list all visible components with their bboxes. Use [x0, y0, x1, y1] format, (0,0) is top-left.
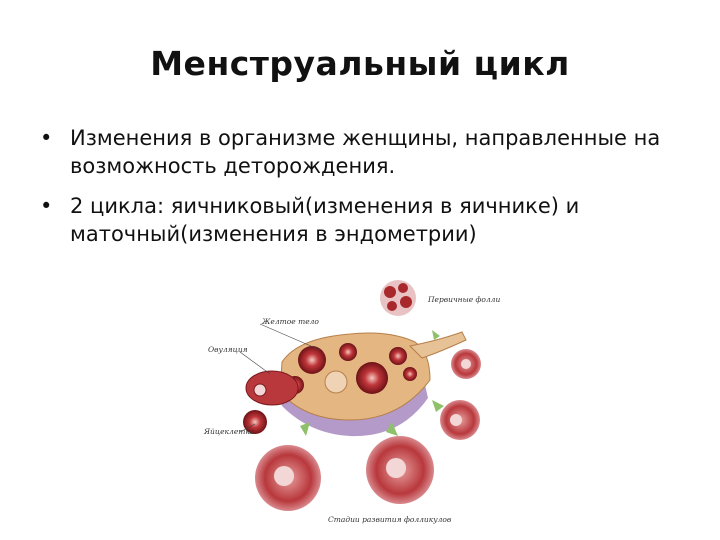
- label-ovulation: Овуляция: [208, 345, 248, 354]
- follicle: [339, 343, 357, 361]
- label-egg: Яйцеклетка: [203, 427, 254, 436]
- follicle: [298, 346, 326, 374]
- bullet-text: 2 цикла: яичниковый(изменения в яичнике)…: [70, 194, 580, 246]
- bullet-item: • 2 цикла: яичниковый(изменения в яичник…: [40, 192, 700, 248]
- slide-title: Менструальный цикл: [150, 44, 570, 83]
- bullet-marker: •: [40, 194, 53, 218]
- follicle: [389, 347, 407, 365]
- released-egg: [253, 383, 267, 397]
- bullet-text: Изменения в организме женщины, направлен…: [70, 126, 661, 178]
- label-follicle-stages: Стадии развития фолликулов: [328, 515, 452, 524]
- corpus-luteum: [324, 370, 348, 394]
- ovary-diagram: Первичные фолликулы Желтое тело Овуляция…: [203, 280, 520, 524]
- label-corpus-luteum: Желтое тело: [261, 317, 319, 326]
- process-arrows: [300, 330, 444, 436]
- bullet-marker: •: [40, 126, 53, 150]
- ovary-base: [278, 385, 428, 437]
- ovulation-follicle: [245, 370, 299, 406]
- follicle: [403, 367, 417, 381]
- follicle: [356, 362, 388, 394]
- ovarian-ligament: [408, 331, 467, 359]
- bullet-list: • Изменения в организме женщины, направл…: [40, 124, 700, 260]
- ovarian-cycle-illustration: Первичные фолликулы Желтое тело Овуляция…: [200, 270, 520, 532]
- bullet-item: • Изменения в организме женщины, направл…: [40, 124, 700, 180]
- egg-cell: [243, 410, 267, 434]
- primary-follicles-cluster: [380, 280, 416, 316]
- label-primary-follicles: Первичные фолликулы: [427, 295, 500, 304]
